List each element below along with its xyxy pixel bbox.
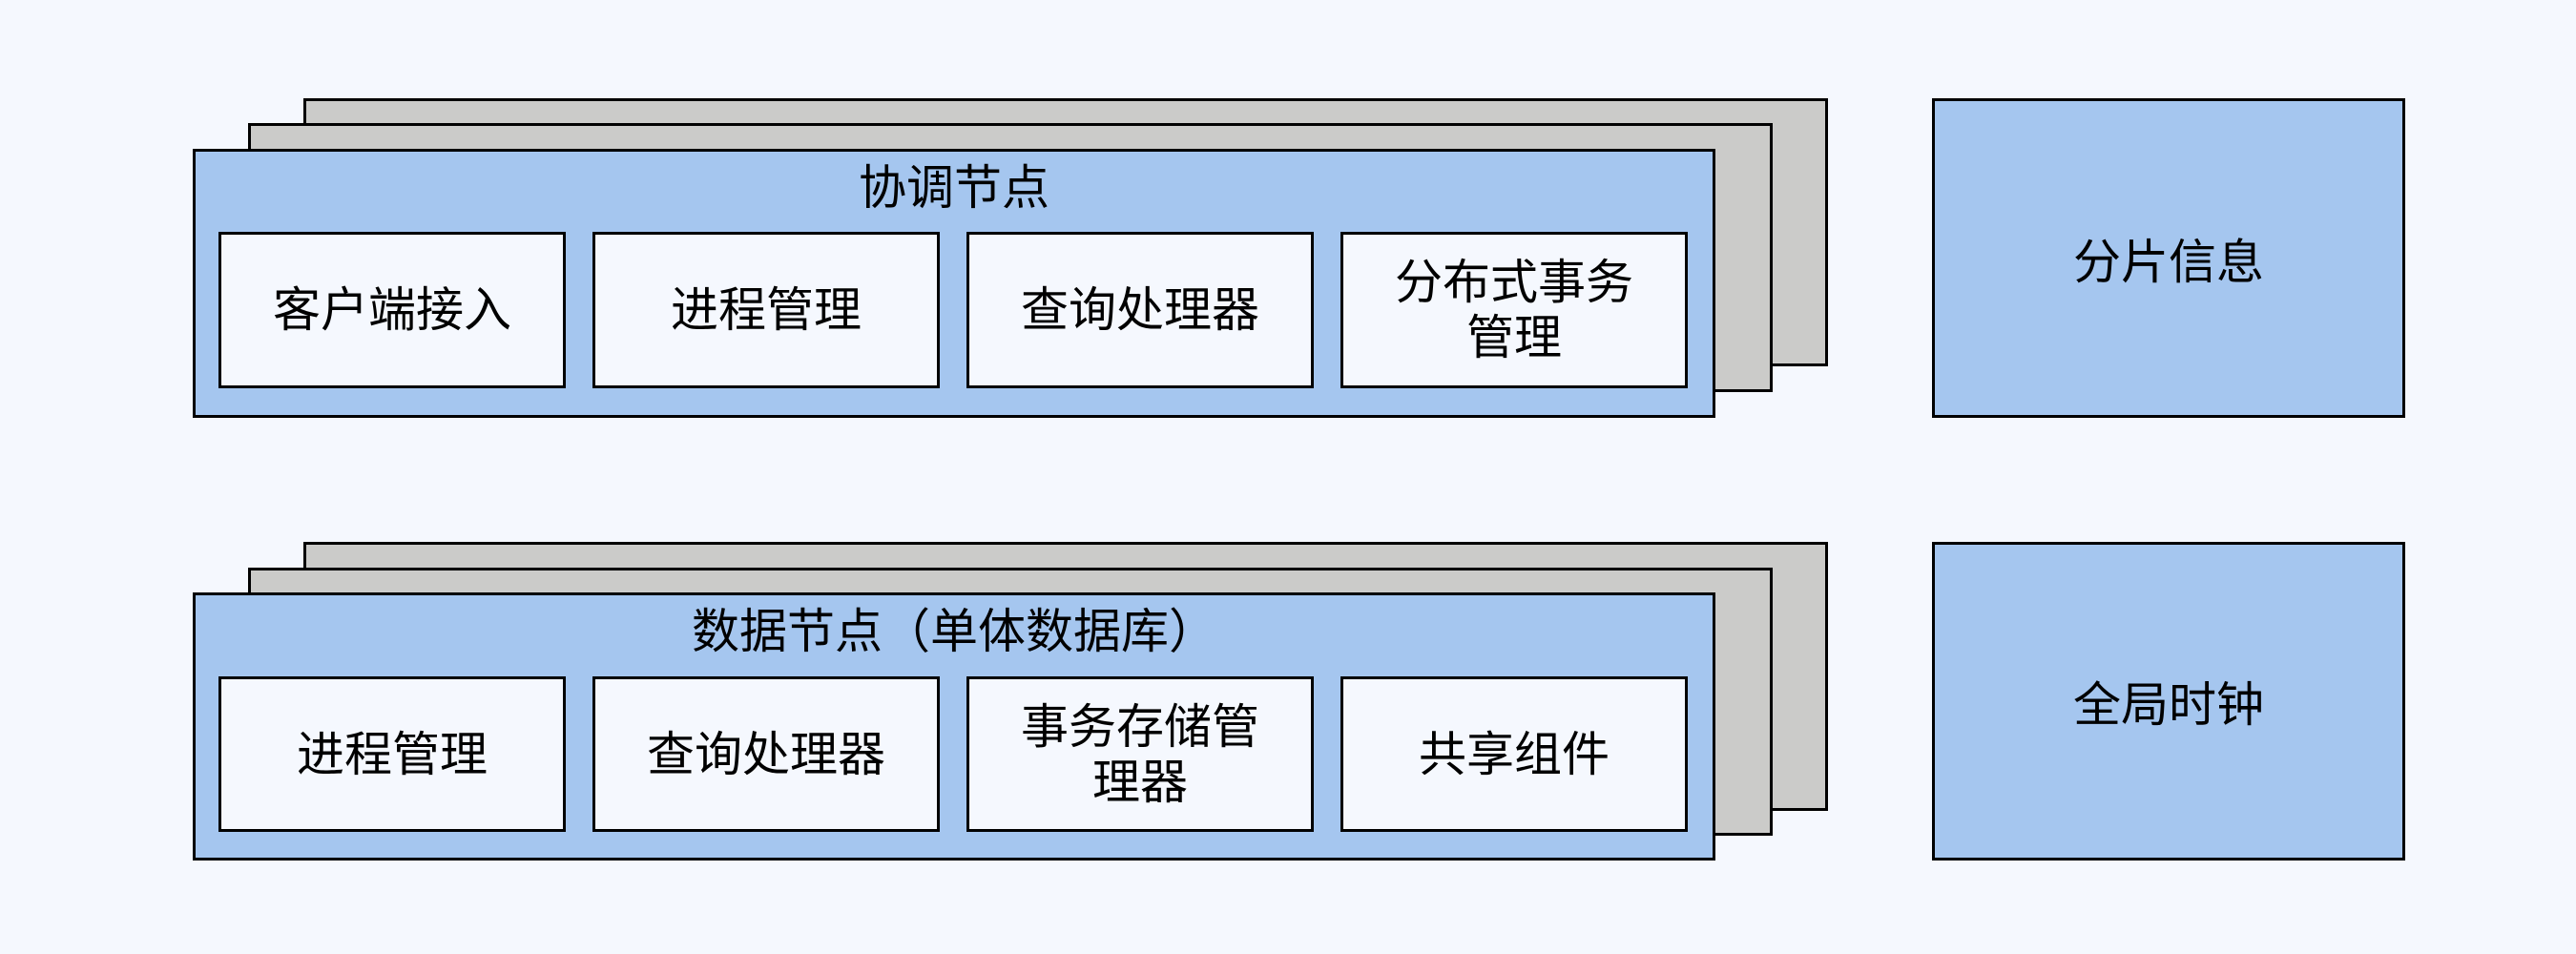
coordinator-node-group: 协调节点 客户端接入 进程管理 查询处理器 分布式事务 管理: [193, 149, 1715, 418]
transaction-storage-manager-box: 事务存储管 理器: [966, 676, 1314, 832]
data-query-processor-box: 查询处理器: [592, 676, 940, 832]
data-process-management-box: 进程管理: [218, 676, 566, 832]
data-node-title: 数据节点（单体数据库）: [692, 604, 1216, 659]
query-processor-box: 查询处理器: [966, 232, 1314, 388]
shared-components-box: 共享组件: [1340, 676, 1688, 832]
process-management-box: 进程管理: [592, 232, 940, 388]
global-clock-box: 全局时钟: [1932, 542, 2405, 861]
distributed-transaction-management-box: 分布式事务 管理: [1340, 232, 1688, 388]
data-node-group: 数据节点（单体数据库） 进程管理 查询处理器 事务存储管 理器 共享组件: [193, 592, 1715, 861]
coordinator-node-title: 协调节点: [859, 160, 1049, 216]
client-access-box: 客户端接入: [218, 232, 566, 388]
shard-info-box: 分片信息: [1932, 98, 2405, 418]
